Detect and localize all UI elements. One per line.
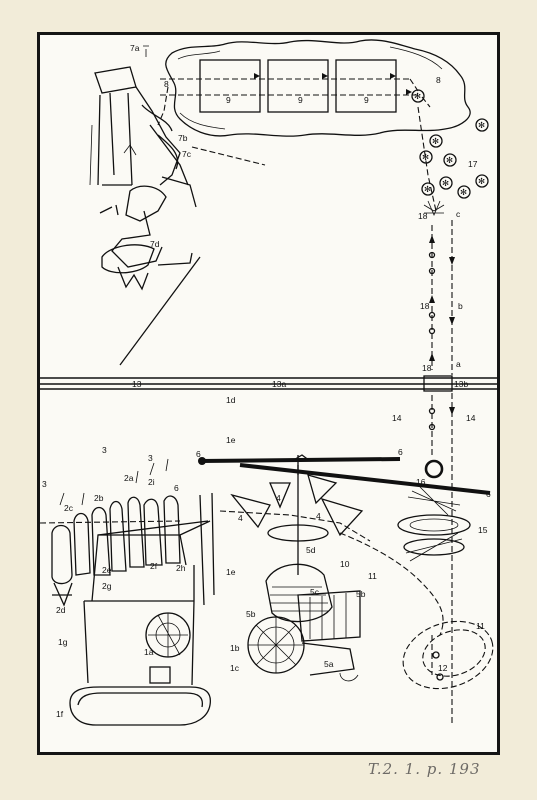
label-7b: 7b: [178, 133, 188, 143]
label-4-b: 4: [276, 493, 281, 503]
label-b: b: [458, 301, 463, 311]
bride-mechanism: [89, 45, 266, 366]
label-9-3: 9: [364, 95, 369, 105]
malic-molds: [40, 458, 181, 607]
label-14-left: 14: [392, 413, 402, 423]
label-7d: 7d: [150, 239, 160, 249]
diagram-sheet: ✻ ✻ ✻ ✻ ✻ ✻ ✻ ✻ ✻: [37, 32, 500, 755]
draught-piston-2: [267, 59, 329, 113]
label-c: c: [456, 209, 461, 219]
label-2a: 2a: [124, 473, 134, 483]
draught-piston-3: [335, 59, 397, 113]
label-18-top: 18: [418, 211, 428, 221]
diagram-labels: 7a 7b 7c 7d 8 8 9 9 9 17 18 18 18 c b a …: [42, 43, 491, 719]
sieves: [219, 474, 371, 542]
label-16: 16: [416, 477, 426, 487]
label-6-top: 6: [398, 447, 403, 457]
label-3-c: 3: [42, 479, 47, 489]
label-1e-lower: 1e: [226, 567, 236, 577]
label-8-left: 8: [164, 79, 169, 89]
splash-column: [423, 200, 455, 375]
label-5b-right: 5b: [356, 589, 366, 599]
label-17: 17: [468, 159, 478, 169]
label-2f: 2f: [150, 561, 158, 571]
label-12: 12: [438, 663, 448, 673]
svg-text:✻: ✻: [478, 120, 485, 130]
label-4-c: 4: [316, 511, 321, 521]
label-1a: 1a: [144, 647, 154, 657]
label-8-right: 8: [436, 75, 441, 85]
label-2e: 2e: [102, 565, 112, 575]
label-13: 13: [132, 379, 142, 389]
diagram-drawing: ✻ ✻ ✻ ✻ ✻ ✻ ✻ ✻ ✻: [40, 39, 497, 726]
svg-text:✻: ✻: [446, 155, 453, 165]
svg-text:✻: ✻: [442, 178, 449, 188]
label-3-b: 3: [148, 453, 153, 463]
label-a: a: [456, 359, 461, 369]
label-5b-left: 5b: [246, 609, 256, 619]
label-13b: 13b: [454, 379, 468, 389]
oculist-witnesses: [397, 486, 471, 562]
label-9-1: 9: [226, 95, 231, 105]
label-2h: 2h: [176, 563, 186, 573]
label-18-mid: 18: [420, 301, 430, 311]
label-2d: 2d: [56, 605, 66, 615]
scissors-bars: [198, 454, 491, 495]
label-15: 15: [478, 525, 488, 535]
label-6-left: 6: [196, 449, 201, 459]
label-14-right: 14: [466, 413, 476, 423]
horizon-bars: [40, 375, 497, 392]
label-9-2: 9: [298, 95, 303, 105]
label-1c: 1c: [230, 663, 240, 673]
label-2i: 2i: [148, 477, 155, 487]
glider-chariot: [69, 492, 215, 726]
chocolate-grinder: [247, 465, 361, 682]
label-5c: 5c: [310, 587, 320, 597]
label-5a: 5a: [324, 659, 334, 669]
svg-text:✻: ✻: [424, 184, 431, 194]
label-1e: 1e: [226, 435, 236, 445]
splash-trajectory: [339, 532, 494, 690]
label-2b: 2b: [94, 493, 104, 503]
label-6-right: 6: [486, 489, 491, 499]
draught-piston-1: [199, 59, 261, 113]
label-1b: 1b: [230, 643, 240, 653]
label-1d: 1d: [226, 395, 236, 405]
svg-text:✻: ✻: [478, 176, 485, 186]
svg-text:✻: ✻: [414, 91, 421, 101]
label-2g: 2g: [102, 581, 112, 591]
oculist-descent: [424, 393, 455, 725]
label-5d: 5d: [306, 545, 316, 555]
nine-shots: ✻ ✻ ✻ ✻ ✻ ✻ ✻ ✻ ✻: [411, 89, 489, 212]
label-11-right: 11: [476, 621, 485, 631]
artist-signature: T.2. 1. p. 193: [368, 760, 481, 778]
magnifying-lens: [424, 459, 444, 479]
label-10: 10: [340, 559, 350, 569]
label-6-mid: 6: [174, 483, 179, 493]
label-1g: 1g: [58, 637, 68, 647]
label-1f: 1f: [56, 709, 64, 719]
label-13a: 13a: [272, 379, 286, 389]
label-7a: 7a: [130, 43, 140, 53]
label-3-a: 3: [102, 445, 107, 455]
label-2c: 2c: [64, 503, 74, 513]
svg-text:✻: ✻: [432, 136, 439, 146]
label-11-left: 11: [368, 571, 377, 581]
label-4-a: 4: [238, 513, 243, 523]
milky-way-cloud: [165, 39, 471, 137]
svg-text:✻: ✻: [460, 187, 467, 197]
label-7c: 7c: [182, 149, 192, 159]
draught-pistons: [157, 59, 431, 126]
hook-icon: [143, 45, 149, 57]
label-18-bottom: 18: [422, 363, 432, 373]
